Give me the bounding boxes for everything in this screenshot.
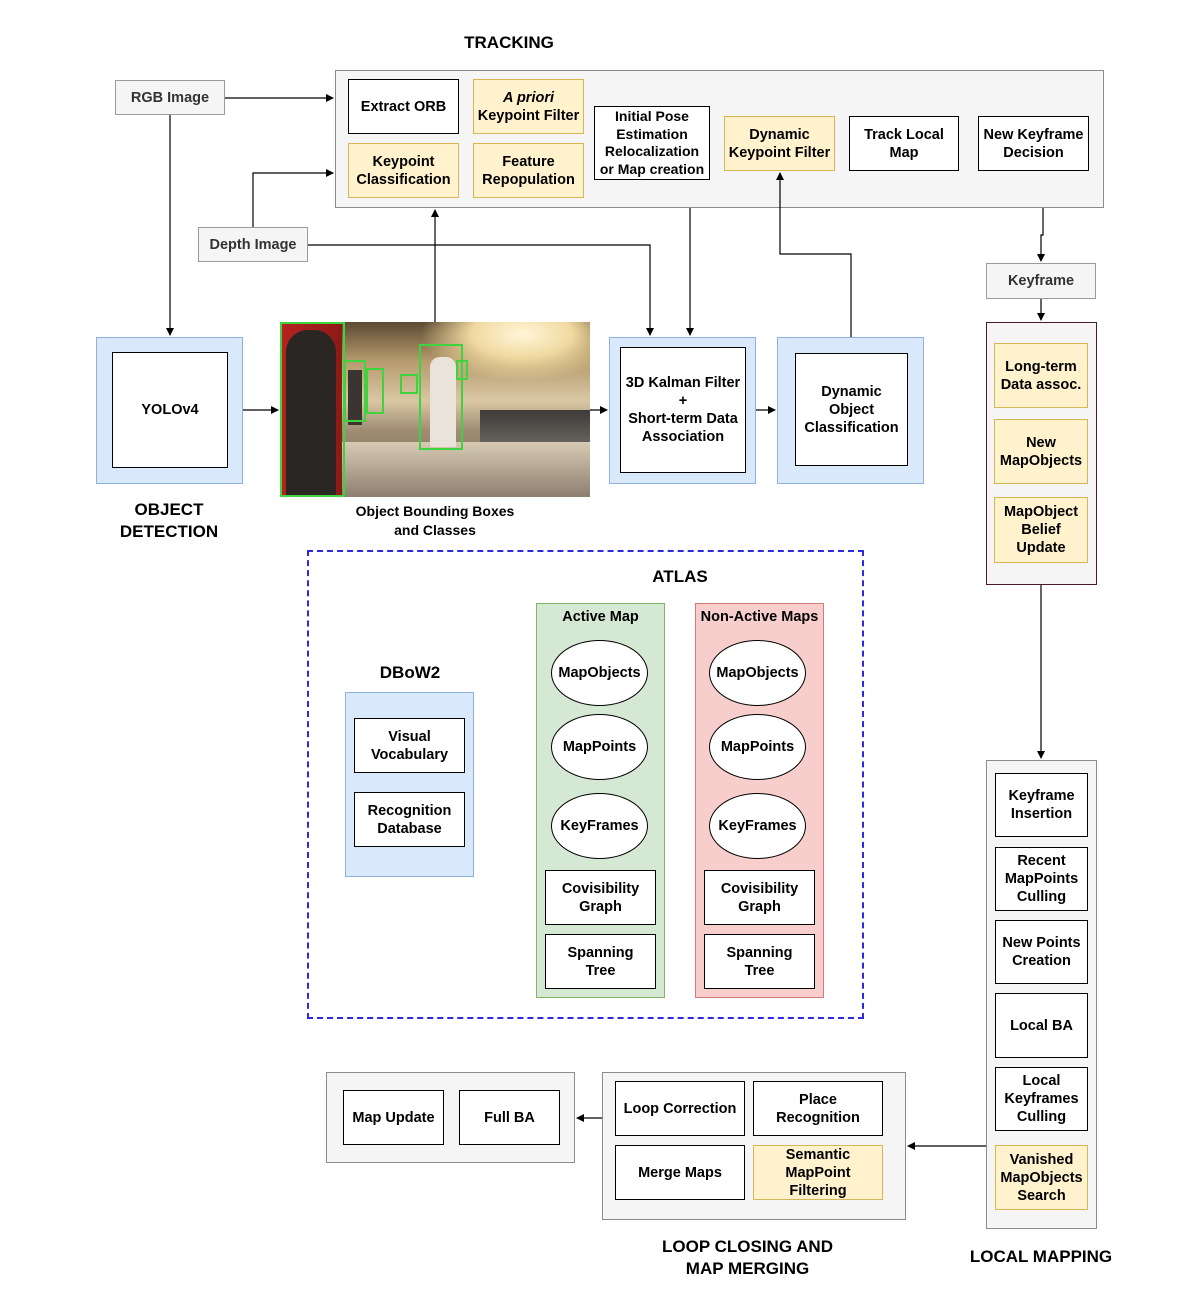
- detection-image-caption: Object Bounding Boxes and Classes: [355, 503, 515, 538]
- long-term-assoc-box: Long-term Data assoc.: [994, 343, 1088, 408]
- extract-orb-box: Extract ORB: [348, 79, 459, 134]
- atlas-title: ATLAS: [652, 567, 708, 586]
- dbow2-title: DBoW2: [379, 663, 441, 682]
- non-active-maps-title: Non-Active Maps: [700, 609, 819, 625]
- merge-maps-box: Merge Maps: [615, 1145, 745, 1200]
- image-person-3: [348, 370, 362, 425]
- active-covisibility-box: Covisibility Graph: [545, 870, 656, 925]
- loop-correction-box: Loop Correction: [615, 1081, 745, 1136]
- arrow-depth-to-kalman: [308, 244, 654, 336]
- full-ba-box: Full BA: [459, 1090, 560, 1145]
- bbox-3: [344, 360, 366, 422]
- mapobject-belief-update-box: MapObject Belief Update: [994, 497, 1088, 563]
- keypoint-classification-box: Keypoint Classification: [348, 143, 459, 198]
- atlas-container: [307, 550, 864, 1019]
- bbox-2: [419, 344, 463, 450]
- tracking-title: TRACKING: [464, 33, 554, 52]
- initial-pose-box: Initial Pose Estimation Relocalization o…: [594, 106, 710, 180]
- dynamic-object-box: Dynamic Object Classification: [795, 353, 908, 466]
- active-spanning-box: Spanning Tree: [545, 934, 656, 989]
- apriori-italic-label: A priori: [502, 89, 555, 106]
- keyframe-insertion-box: Keyframe Insertion: [995, 773, 1088, 837]
- bbox-4: [366, 368, 384, 414]
- tracking-panel: [335, 70, 1104, 208]
- loop-closing-title: LOOP CLOSING AND MAP MERGING: [662, 1237, 833, 1278]
- place-recognition-box: Place Recognition: [753, 1081, 883, 1136]
- arrow-dynamic-to-filter: [776, 172, 852, 337]
- image-person-foreground: [286, 330, 336, 497]
- new-mapobjects-box: New MapObjects: [994, 419, 1088, 484]
- arrow-depth-to-tracking: [252, 169, 334, 227]
- rgb-image-input: RGB Image: [115, 80, 225, 115]
- local-keyframes-culling-box: Local Keyframes Culling: [995, 1067, 1088, 1131]
- dynamic-keypoint-filter-box: Dynamic Keypoint Filter: [724, 116, 835, 171]
- active-map-title: Active Map: [562, 609, 639, 625]
- object-detection-title: OBJECT DETECTION: [119, 500, 219, 541]
- visual-vocabulary-box: Visual Vocabulary: [354, 718, 465, 773]
- active-mapobjects-ellipse: MapObjects: [551, 640, 648, 706]
- yolo-box: YOLOv4: [112, 352, 228, 468]
- nonactive-keyframes-ellipse: KeyFrames: [709, 793, 806, 859]
- nonactive-mapobjects-ellipse: MapObjects: [709, 640, 806, 706]
- active-mappoints-ellipse: MapPoints: [551, 714, 648, 780]
- local-ba-box: Local BA: [995, 993, 1088, 1058]
- semantic-mappoint-filtering-box: Semantic MapPoint Filtering: [753, 1145, 883, 1200]
- nonactive-covisibility-box: Covisibility Graph: [704, 870, 815, 925]
- local-mapping-title: LOCAL MAPPING: [969, 1247, 1113, 1266]
- new-keyframe-decision-box: New Keyframe Decision: [978, 116, 1089, 171]
- nonactive-mappoints-ellipse: MapPoints: [709, 714, 806, 780]
- image-person-2: [430, 357, 456, 447]
- active-keyframes-ellipse: KeyFrames: [551, 793, 648, 859]
- image-floor: [342, 442, 590, 497]
- bbox-6: [456, 360, 468, 380]
- apriori-label-rest: Keypoint Filter: [477, 107, 580, 124]
- keyframe-input: Keyframe: [986, 263, 1096, 299]
- new-points-creation-box: New Points Creation: [995, 920, 1088, 984]
- map-update-box: Map Update: [343, 1090, 444, 1145]
- apriori-keypoint-filter-box: A priori Keypoint Filter: [473, 79, 584, 134]
- detection-image: [280, 322, 590, 497]
- arrow-tracking-to-keyframe: [1037, 208, 1045, 262]
- recognition-database-box: Recognition Database: [354, 792, 465, 847]
- track-local-map-box: Track Local Map: [849, 116, 959, 171]
- bbox-5: [400, 374, 418, 394]
- vanished-mapobjects-search-box: Vanished MapObjects Search: [995, 1145, 1088, 1210]
- nonactive-spanning-box: Spanning Tree: [704, 934, 815, 989]
- feature-repopulation-box: Feature Repopulation: [473, 143, 584, 198]
- recent-mappoints-culling-box: Recent MapPoints Culling: [995, 847, 1088, 911]
- kalman-filter-box: 3D Kalman Filter + Short-term Data Assoc…: [620, 347, 746, 473]
- depth-image-input: Depth Image: [198, 227, 308, 262]
